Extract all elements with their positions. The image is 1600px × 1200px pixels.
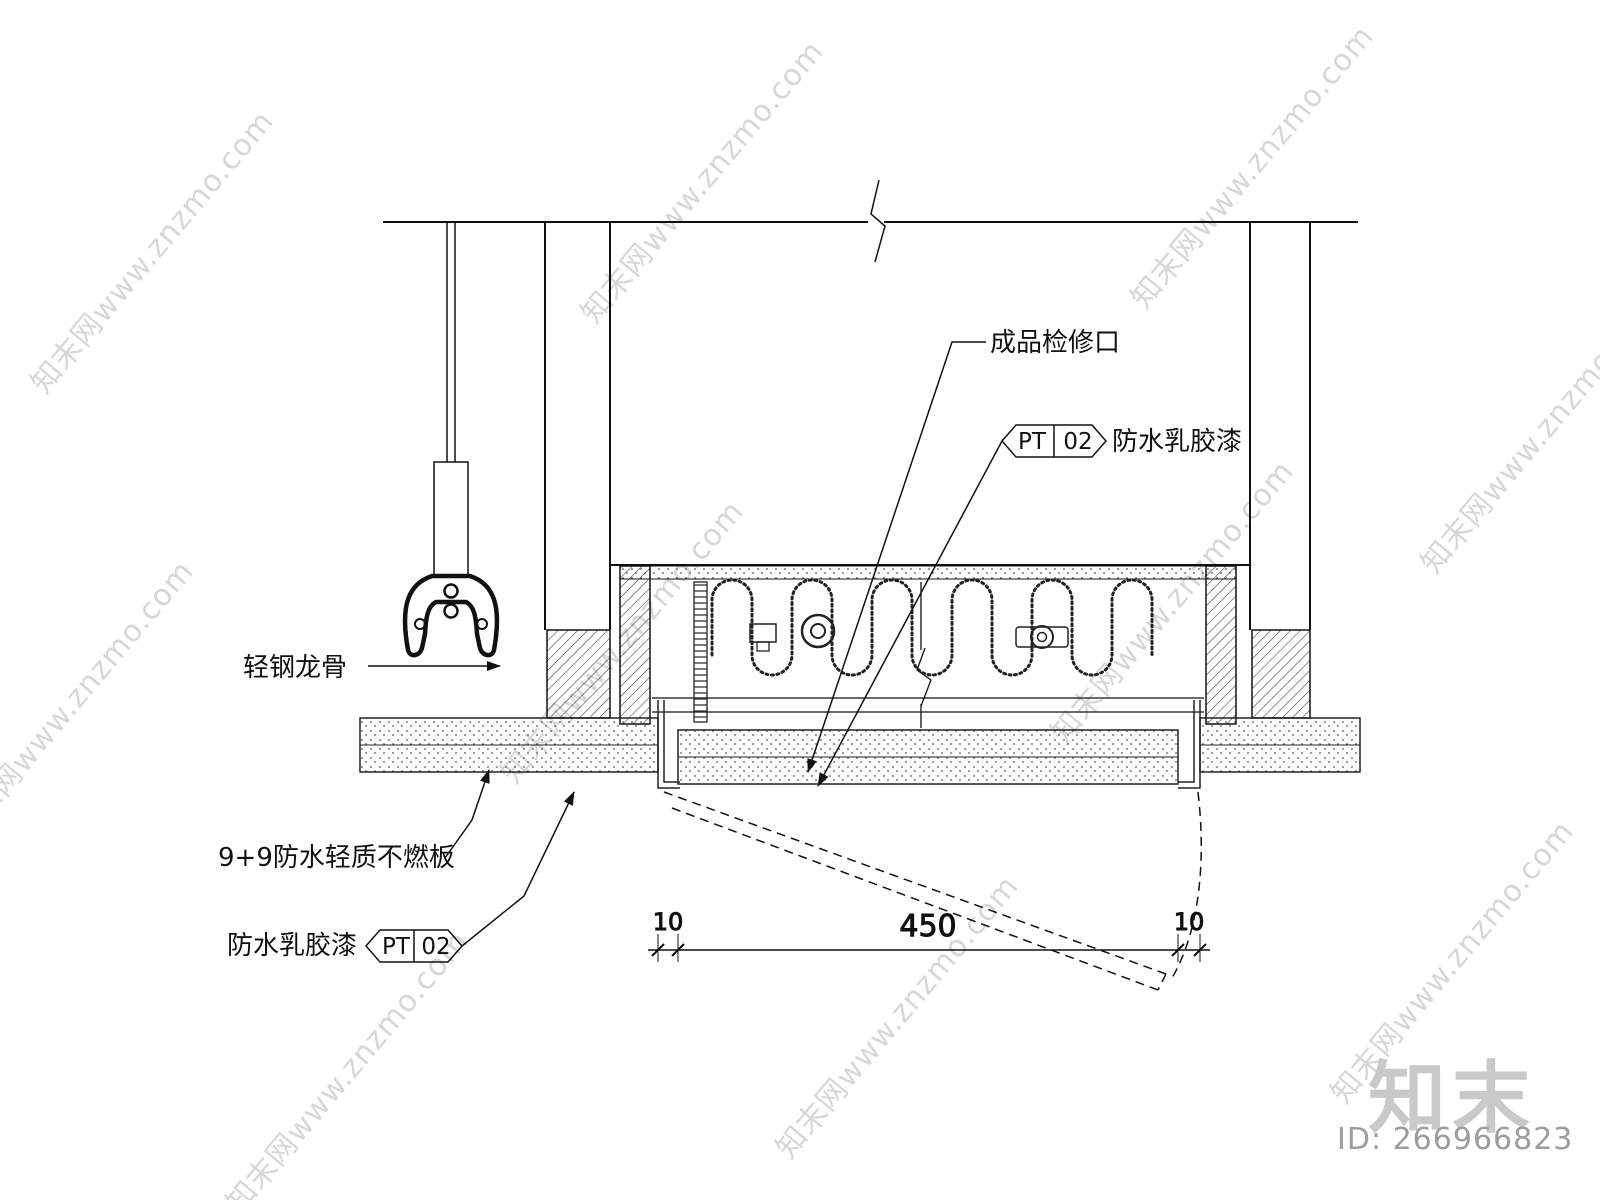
conduit-clamp [749,623,777,643]
access-frame [610,564,1250,728]
edge-trim-left [657,700,680,789]
annotation-labels: 成品检修口 轻钢龙骨 9+9防水轻质不燃板 防水乳胶漆 防水乳胶漆 [218,328,1242,961]
access-panel-open-dashed [663,791,1202,991]
paint-tag-left: PT 02 [365,929,463,963]
tag-right-code: PT [1018,429,1047,455]
hanger-coupler [433,461,469,577]
znzmo-logo: 知末 [1368,1054,1537,1144]
edge-trim-right [1178,700,1201,789]
label-steel-keel: 轻钢龙骨 [243,653,347,683]
hanger-assembly [402,222,500,658]
break-symbol-plenum [916,582,932,728]
break-symbol-top [870,179,886,263]
frame-stud-right [1205,565,1237,725]
main-channel-section [402,573,500,658]
leader-access-panel [807,341,986,773]
tag-left-num: 02 [421,934,450,960]
conduit-fitting-right [1015,626,1069,648]
swing-arc [1171,791,1202,979]
ceiling-boards [359,700,1361,789]
paint-tag-right: PT 02 [1001,424,1107,458]
dimension-450: 10 450 10 [648,908,1210,962]
dimension-ticks [651,943,1207,957]
conduit-fitting-left [800,613,836,649]
label-access-panel: 成品检修口 [990,328,1120,358]
wall-blocking-right [1251,629,1311,719]
hanger-rod [446,222,456,462]
frame-stud-left [619,565,651,725]
leader-paint-left [461,791,575,947]
leader-paint-right [817,440,1003,787]
dim-span: 450 [899,909,956,944]
flex-conduit-coil [693,578,1154,723]
wall-blocking-left [546,629,611,719]
leader-board [444,769,490,859]
dim-gap-left: 10 [653,908,684,936]
threaded-rod [693,581,708,723]
leader-lines [368,341,1003,947]
image-id: ID: 266966823 [1337,1122,1574,1157]
tag-right-num: 02 [1063,429,1092,455]
label-paint-left: 防水乳胶漆 [227,931,357,961]
dim-gap-right: 10 [1174,908,1205,936]
label-board: 9+9防水轻质不燃板 [218,843,455,873]
label-paint-right: 防水乳胶漆 [1112,427,1242,457]
tag-left-code: PT [382,934,411,960]
